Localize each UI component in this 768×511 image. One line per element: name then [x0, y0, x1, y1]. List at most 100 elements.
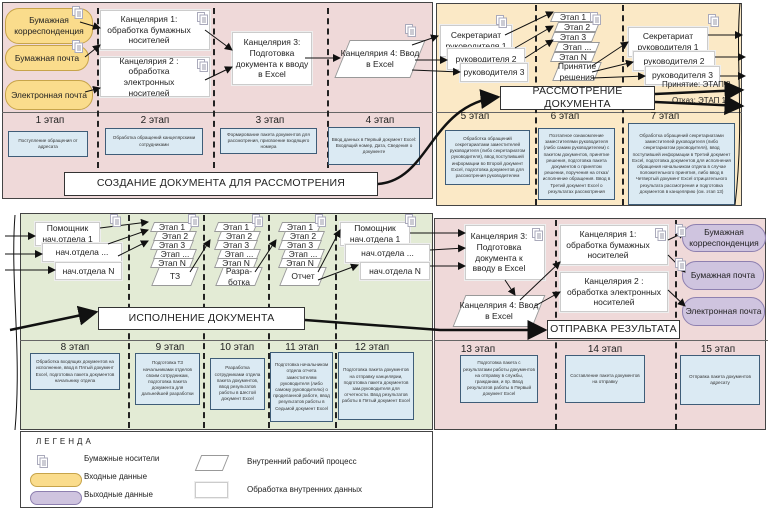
stage-description: Поэтапное ознакомление заместителями рук… [538, 128, 615, 200]
office-1-paper-processing[interactable]: Канцелярия 1: обработка бумажных носител… [100, 10, 210, 50]
stage-label: 11 этап [285, 341, 319, 353]
review-step[interactable]: Этап N [548, 52, 598, 62]
paper-document-icon [675, 258, 686, 271]
paper-document-icon [496, 15, 507, 28]
assistant-box[interactable]: нач.отдела ... [345, 244, 430, 263]
paper-document-icon [72, 40, 83, 53]
legend-output-swatch [30, 491, 82, 505]
stage-label: 4 этап [365, 114, 395, 126]
secretariat-box[interactable]: руководителя 3 [645, 66, 720, 85]
decision-step[interactable]: Принятие решения [552, 61, 602, 82]
paper-document-icon [197, 59, 208, 72]
stage-description: Подготовка начальником отдела отчета зам… [270, 352, 333, 422]
paper-document-icon [532, 228, 543, 241]
legend-output-label: Выходные данные [84, 490, 153, 499]
output-email: Электронная почта [682, 297, 765, 326]
reject-route-label: Отказ: ЭТАП 13 [672, 96, 731, 105]
office-2-electronic-processing[interactable]: Канцелярия 2 : обработка электронных нос… [560, 272, 668, 312]
execute-step[interactable]: Этап 2 [279, 231, 327, 241]
paper-document-icon [655, 228, 666, 241]
paper-document-icon [252, 214, 263, 227]
review-step[interactable]: Этап 1 [548, 12, 598, 22]
execute-step[interactable]: Этап N [148, 258, 196, 268]
office-1-paper-processing[interactable]: Канцелярия 1: обработка бумажных носител… [560, 225, 668, 265]
stage-label: 9 этап [155, 341, 185, 353]
stage-separator [97, 8, 99, 168]
stage-separator [335, 215, 337, 428]
execute-step[interactable]: Этап 3 [148, 240, 196, 250]
stage-description: Обработка обращений секретариатами замес… [445, 130, 530, 185]
paper-document-icon [72, 6, 83, 19]
stage-label: 8 этап [60, 341, 90, 353]
input-email: Электронная почта [5, 80, 93, 110]
task-step[interactable]: Разра-ботка [215, 266, 263, 287]
assistant-box[interactable]: нач.отдела N [360, 262, 430, 280]
execute-step[interactable]: Этап ... [151, 249, 199, 259]
stage-description: Отправка пакета документов адресату [680, 355, 760, 405]
stage-label: 10 этап [219, 341, 255, 353]
section-title-review: РАССМОТРЕНИЕ ДОКУМЕНТА [500, 85, 655, 110]
execute-step[interactable]: Этап N [212, 258, 260, 268]
task-step[interactable]: ТЗ [151, 267, 199, 286]
accept-route-label: Принятие: ЭТАП 8 [662, 80, 731, 89]
assistant-box[interactable]: нач.отдела ... [42, 243, 122, 262]
stage-description: Подготовка пакета с результатами работы … [460, 355, 538, 403]
paper-document-icon [315, 214, 326, 227]
stage-description: Подготовка ТЗ начальниками отделов своим… [135, 353, 200, 405]
assistant-box[interactable]: нач.отдела N [55, 262, 122, 280]
execute-step[interactable]: Этап N [276, 258, 324, 268]
stage-label: 1 этап [35, 114, 65, 126]
stage-description: Обработка входящих документов на исполне… [30, 353, 120, 390]
stage-description: Обработка обращений канцелярскими сотруд… [105, 128, 203, 155]
output-paper-correspondence: Бумажная корреспонденция [682, 224, 766, 252]
execute-step[interactable]: Этап 3 [276, 240, 324, 250]
divider-line [2, 112, 433, 113]
execute-step[interactable]: Этап 1 [212, 222, 260, 232]
secretariat-box[interactable]: руководителя 3 [460, 63, 528, 82]
paper-document-icon [197, 12, 208, 25]
legend-internal-swatch [195, 482, 228, 498]
task-step[interactable]: Отчет [279, 267, 327, 286]
execute-step[interactable]: Этап ... [279, 249, 327, 259]
stage-label: 7 этап [650, 110, 680, 122]
review-step[interactable]: Этап 2 [552, 22, 602, 32]
stage-description: Обработка обращений секретариатами замес… [628, 123, 735, 205]
legend-process-label: Внутренний рабочий процесс [247, 457, 357, 466]
stage-description: Формирование пакета документов для рассм… [220, 128, 317, 154]
divider-line [20, 340, 433, 341]
execute-step[interactable]: Этап 2 [151, 231, 199, 241]
paper-document-icon [110, 214, 121, 227]
office-3-document-preparation[interactable]: Канцелярия 3: Подготовка документа к вво… [232, 32, 312, 85]
office-4-excel-entry[interactable]: Канцелярия 4: Ввод в Excel [338, 40, 422, 78]
paper-document-icon [188, 214, 199, 227]
execute-step[interactable]: Этап 3 [212, 240, 260, 250]
legend-internal-label: Обработка внутренних данных [247, 485, 363, 494]
legend-title: ЛЕГЕНДА [36, 437, 94, 446]
legend-paper-label: Бумажные носители [84, 454, 160, 463]
section-title-execute: ИСПОЛНЕНИЕ ДОКУМЕНТА [98, 307, 305, 330]
stage-label: 15 этап [700, 343, 736, 355]
stage-description: Разработка сотрудниками отдела пакета до… [210, 358, 265, 410]
assistant-box[interactable]: Помощник нач.отдела 1 [340, 222, 410, 246]
stage-description: Составление пакета документов на отправк… [565, 355, 645, 403]
stage-separator [213, 8, 215, 168]
legend-input-label: Входные данные [84, 472, 148, 481]
office-4-excel-entry[interactable]: Канцелярия 4: Ввод в Excel [455, 295, 543, 327]
paper-document-icon [37, 455, 48, 468]
execute-step[interactable]: Этап 1 [148, 222, 196, 232]
execute-step[interactable]: Этап ... [215, 249, 263, 259]
execute-step[interactable]: Этап 1 [276, 222, 324, 232]
stage-description: Поступление обращения от адресата [8, 131, 88, 157]
paper-document-icon [708, 14, 719, 27]
execute-step[interactable]: Этап 2 [215, 231, 263, 241]
stage-label: 6 этап [550, 110, 580, 122]
office-2-electronic-processing[interactable]: Канцелярия 2 : обработка электронных нос… [100, 56, 210, 98]
stage-description: Ввод данных в Первый документ Excel: Вхо… [328, 127, 420, 165]
stage-label: 3 этап [255, 114, 285, 126]
stage-label: 13 этап [460, 343, 496, 355]
legend-input-swatch [30, 473, 82, 487]
review-step[interactable]: Этап ... [552, 42, 602, 52]
divider-line [436, 112, 742, 113]
paper-document-icon [590, 12, 601, 25]
review-step[interactable]: Этап 3 [548, 32, 598, 42]
